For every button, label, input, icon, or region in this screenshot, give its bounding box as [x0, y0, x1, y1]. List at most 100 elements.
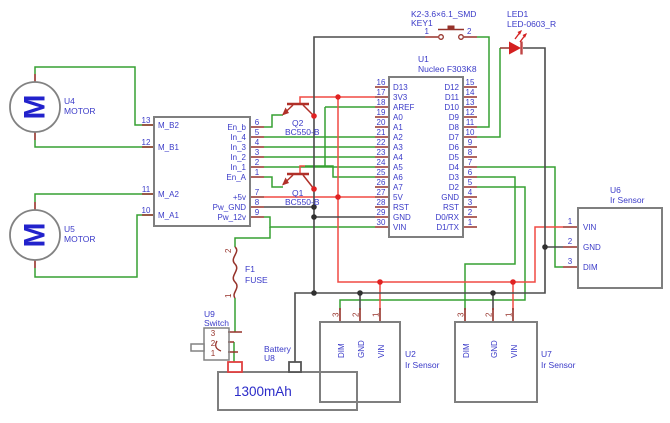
wire-d3-u7dim[interactable] [464, 176, 516, 310]
ref-designator: U2 [405, 349, 416, 359]
transistor-q2[interactable] [282, 102, 315, 117]
pin-number: 9 [468, 138, 473, 147]
pin-number: 22 [377, 138, 386, 147]
part-value: K2-3.6×6.1_SMD [411, 9, 476, 19]
pin-number: 27 [377, 188, 386, 197]
pin-number: 3 [568, 257, 573, 266]
part-value: MOTOR [64, 234, 95, 244]
motor-u4-body[interactable] [9, 81, 61, 133]
battery-body[interactable] [217, 371, 358, 411]
ref-designator: U4 [64, 96, 75, 106]
pin-name: RST [443, 203, 459, 212]
wire-fuse-top[interactable] [234, 227, 271, 247]
key1-button[interactable] [425, 25, 477, 40]
ref-designator: U5 [64, 224, 75, 234]
pin-number: 3 [457, 312, 466, 317]
junctions [311, 94, 548, 296]
pin-name: In_4 [230, 133, 246, 142]
pin-name: D4 [449, 163, 460, 172]
q1-collector-icon [302, 174, 315, 190]
pin-name: A7 [393, 183, 403, 192]
pin-name: M_A1 [158, 211, 179, 220]
motor-driver-body[interactable] [153, 116, 251, 227]
pin-number: 25 [377, 168, 386, 177]
pin-number: 20 [377, 118, 386, 127]
ref-designator: U6 [610, 185, 621, 195]
pin-name: In_3 [230, 143, 246, 152]
pin-number: 2 [485, 312, 494, 317]
pin-name: GND [393, 213, 411, 222]
wire-ena-q1[interactable] [264, 176, 283, 188]
part-value: Ir Sensor [610, 195, 645, 205]
pin-number: 2 [468, 208, 473, 217]
pin-name: D7 [449, 133, 460, 142]
wire-3v3-power-rail[interactable] [337, 96, 563, 283]
pin-name: In_2 [230, 153, 246, 162]
junction-dot [311, 204, 317, 210]
pin-name: D0/RX [435, 213, 459, 222]
wire-motor-u5-bottom[interactable] [34, 214, 154, 278]
junction-dot [490, 290, 496, 296]
wire-pw12v-vin[interactable] [264, 216, 375, 228]
junction-dot [311, 290, 317, 296]
ref-designator: Q1 [292, 188, 304, 198]
motor-u5-body[interactable] [9, 209, 61, 261]
sensor-u7-body[interactable] [454, 321, 538, 403]
part-value: BC550-B [285, 197, 320, 207]
junction-dot [335, 94, 341, 100]
wire-motor-u4-top[interactable] [34, 66, 154, 126]
ref-designator: U8 [264, 353, 275, 363]
pin-name: In_1 [230, 163, 246, 172]
led-ray2-arrow-icon [522, 33, 527, 38]
wire-d2-u2dim[interactable] [339, 186, 526, 310]
wire-q1-base[interactable] [299, 165, 305, 174]
wire-gnd-rail[interactable] [294, 47, 546, 362]
ref-designator: Q2 [292, 118, 304, 128]
battery-negative-terminal[interactable] [288, 361, 302, 373]
pin-number: 13 [142, 116, 151, 125]
pin-name: A3 [393, 143, 403, 152]
wire-q1base-a6[interactable] [305, 165, 375, 178]
wire-motor-u4-bottom[interactable] [34, 140, 154, 148]
wire-q2-base[interactable] [299, 96, 338, 104]
wire-d4-u6dim[interactable] [477, 166, 563, 268]
part-value: MOTOR [64, 106, 95, 116]
wire-enb-q2[interactable] [264, 114, 283, 128]
wire-d7-led[interactable] [477, 48, 501, 138]
pin-name: 3V3 [393, 93, 408, 102]
wire-key-d8[interactable] [477, 36, 490, 128]
pin-name: AREF [393, 103, 414, 112]
sensor-u2-body[interactable] [319, 321, 401, 403]
pin-number: 1 [211, 349, 216, 358]
pin-name: A5 [393, 163, 403, 172]
battery-positive-terminal[interactable] [227, 361, 243, 373]
pin-number: 6 [468, 168, 473, 177]
nucleo-body[interactable] [388, 76, 464, 238]
pin-number: 9 [255, 208, 260, 217]
motor-u5-m-icon: M [19, 223, 52, 248]
pin-name: A2 [393, 133, 403, 142]
wire-motor-u5-top[interactable] [34, 193, 154, 202]
switch-u9[interactable] [190, 327, 230, 361]
pin-name: D2 [449, 183, 460, 192]
switch-lever-icon[interactable] [190, 343, 205, 352]
pin-number: 16 [377, 78, 386, 87]
led1[interactable] [500, 30, 527, 55]
motor-u4-m-icon: M [19, 95, 52, 120]
sensor-u6-body[interactable] [577, 207, 663, 289]
pin-name: D8 [449, 123, 460, 132]
transistor-q1[interactable] [282, 172, 315, 190]
pin-name: D5 [449, 153, 460, 162]
switch-body[interactable] [203, 327, 230, 361]
pin-name: M_B2 [158, 121, 179, 130]
pin-name: VIN [377, 344, 386, 358]
pin-number: 2 [255, 158, 260, 167]
ref-designator: F1 [245, 264, 255, 274]
pin-name: Pw_12v [218, 213, 246, 222]
fuse-symbol-icon[interactable] [232, 246, 238, 299]
pin-name: D1/TX [436, 223, 459, 232]
pin-name: GND [357, 340, 366, 358]
pin-name: VIN [583, 223, 597, 232]
wire-key-vertical[interactable] [313, 36, 425, 293]
